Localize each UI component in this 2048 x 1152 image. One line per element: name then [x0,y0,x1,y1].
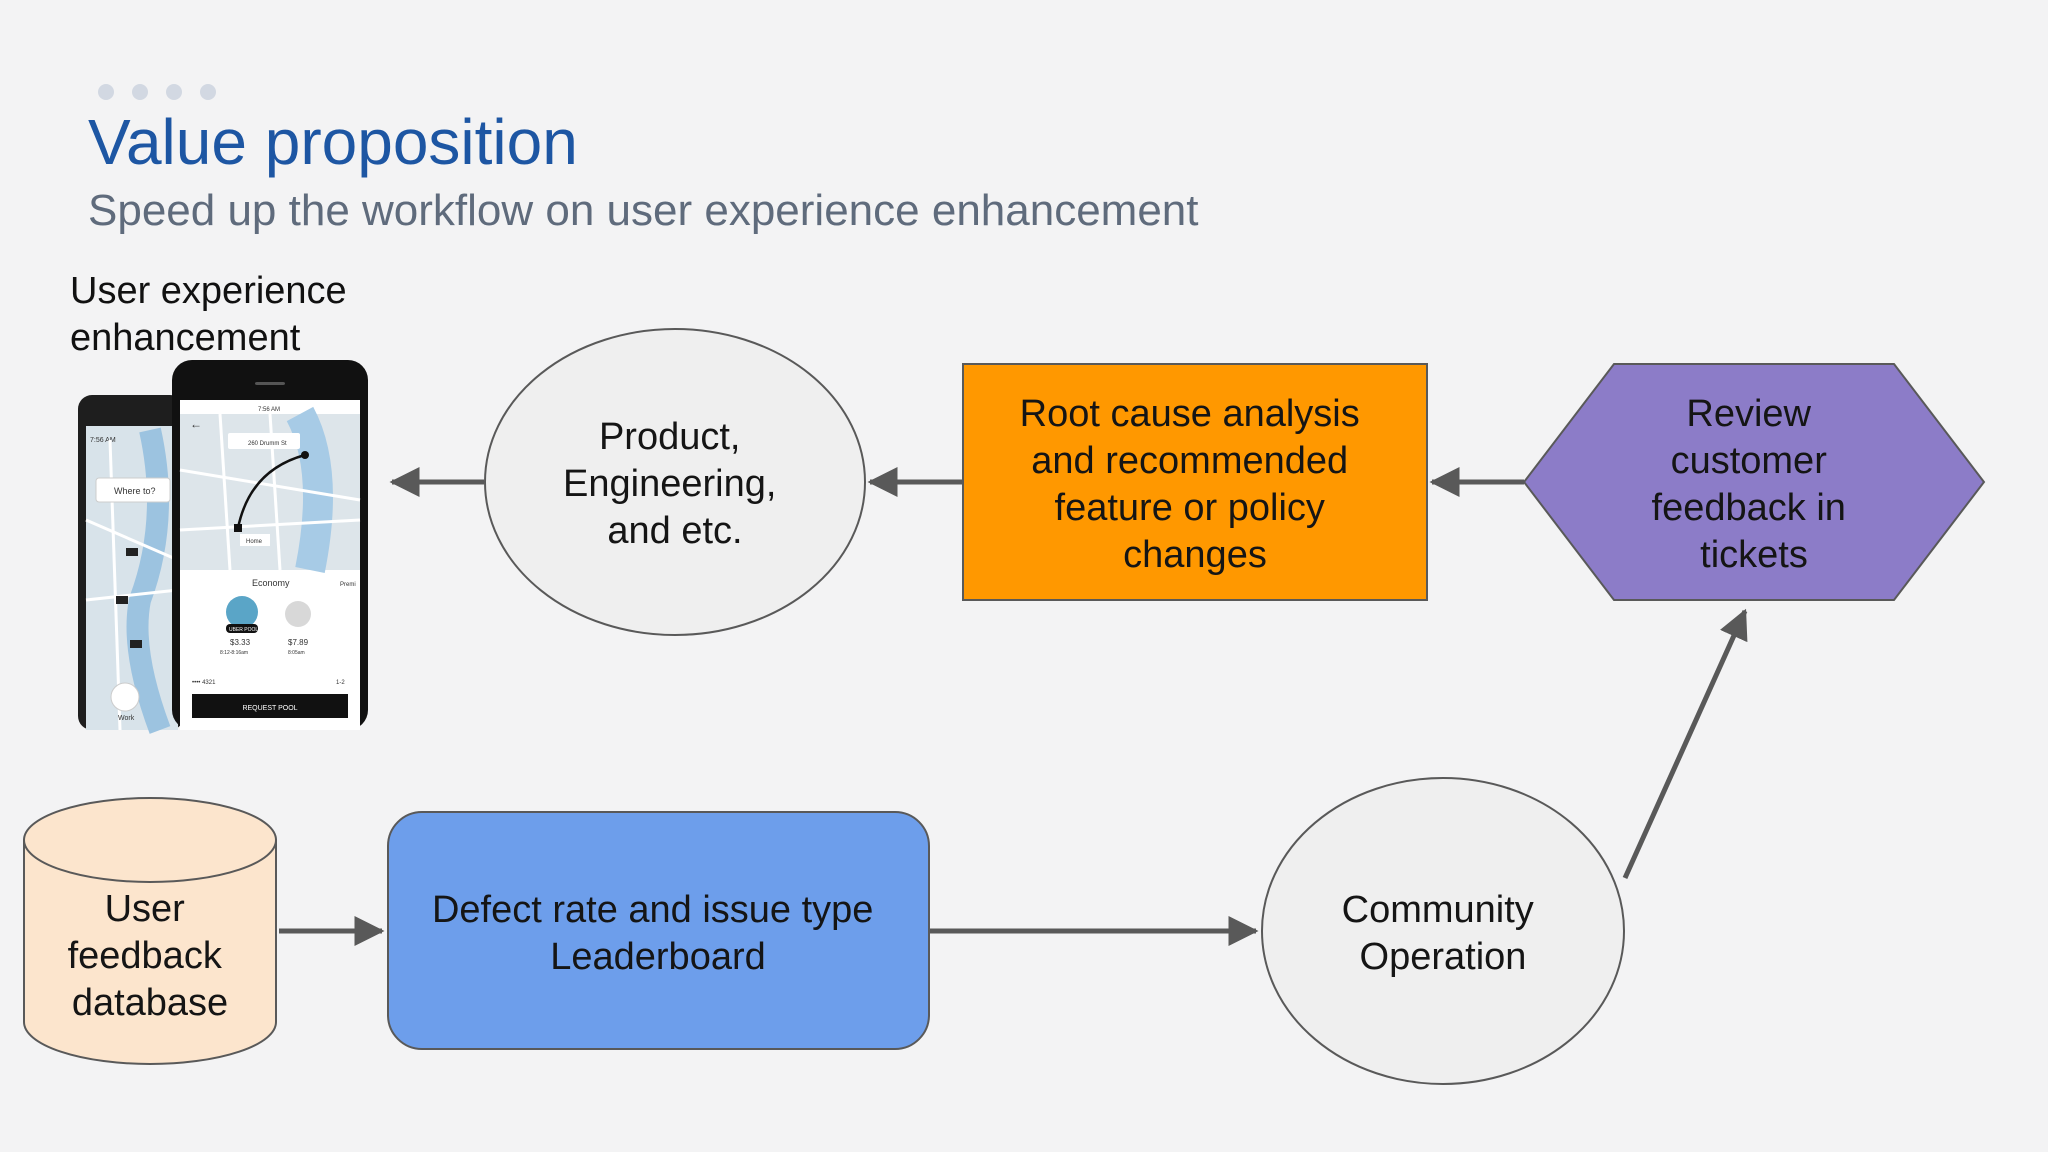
database-cylinder-top [23,797,277,883]
phone-back-road [85,518,179,562]
pagination-dots [98,84,216,100]
community-label-line: Community [1342,889,1534,931]
phone-back-time: 7:56 AM [90,437,116,444]
request-pool-button[interactable] [192,694,348,718]
phone-front: 7:56 AM ← 260 Drumm St Home Economy Prem… [172,360,368,730]
pagination-dot [132,84,148,100]
database-label-line: feedback [68,935,223,977]
pool-price: $3.33 [230,638,251,647]
product-ellipse [484,328,866,636]
node-review: Review customer feedback in tickets [1522,363,1986,601]
phone-front-time: 7:56 AM [258,407,280,413]
where-to-label: Where to? [114,486,156,496]
root-cause-label-line: and recommended [1031,440,1348,482]
seats-label[interactable]: 1-2 [336,680,345,686]
car-icon [130,640,142,648]
ux-label-line: enhancement [70,317,301,359]
community-ellipse [1261,777,1625,1085]
product-label-line: Engineering, [563,463,776,505]
phone-back-road [85,588,179,602]
back-arrow-icon[interactable]: ← [190,417,202,431]
pool-tag [226,624,258,633]
origin-marker [234,524,242,532]
review-label-line: customer [1671,440,1828,482]
next-class-label: Premi [340,582,356,588]
arrow-community-to-review [1622,608,1748,880]
node-root-cause: Root cause analysis and recommended feat… [962,363,1428,601]
map-road [218,413,232,571]
ux-label-line: User experience [70,270,347,312]
route-line [236,453,306,529]
pagination-dot [200,84,216,100]
map-road [179,518,361,532]
node-product: Product, Engineering, and etc. [484,328,866,636]
pagination-dot [166,84,182,100]
node-database: User feedback database [23,797,277,1065]
review-label-line: tickets [1700,534,1808,576]
phone-back: 7:56 AM Where to? Work [78,395,184,734]
uberx-price: $7.89 [288,638,309,647]
edges [279,467,1748,946]
community-label: Community Operation [1342,889,1545,978]
database-label: User feedback database [68,888,233,1024]
node-community: Community Operation [1261,777,1625,1085]
home-label: Home [246,539,263,545]
map-road [179,468,361,502]
database-label-line: User [105,888,186,930]
ux-enhancement-label: User experience enhancement [70,268,347,362]
leaderboard-box [387,811,930,1050]
pool-car-icon[interactable] [226,596,258,628]
product-label: Product, Engineering, and etc. [563,416,787,552]
node-leaderboard: Defect rate and issue type Leaderboard [387,811,930,1050]
review-hexagon [1522,363,1986,601]
phone-speaker [255,382,285,385]
root-cause-label-line: changes [1123,534,1267,576]
leaderboard-label: Defect rate and issue type Leaderboard [432,889,884,978]
review-label: Review customer feedback in tickets [1652,393,1857,576]
home-pill [240,534,270,546]
phone-map-water [286,406,333,573]
slide-title: Value proposition [88,106,578,178]
ride-class-label: Economy [252,578,290,588]
destination-pill [228,433,300,449]
uberx-car-icon[interactable] [285,601,311,627]
destination-marker [301,451,309,459]
slide-subtitle: Speed up the workflow on user experience… [88,186,1199,235]
database-label-line: database [72,982,228,1024]
leaderboard-label-line: Leaderboard [550,936,766,978]
review-label-line: Review [1686,393,1811,435]
car-icon [126,548,138,556]
database-cylinder-body [23,839,277,1065]
review-label-line: feedback in [1652,487,1846,529]
root-cause-label: Root cause analysis and recommended feat… [1020,393,1371,576]
root-cause-box [962,363,1428,601]
card-label[interactable]: •••• 4321 [192,680,216,686]
nav-work-label: Work [118,715,135,722]
pool-eta: 8:12-8:16am [220,650,248,656]
product-label-line: and etc. [607,510,742,552]
request-pool-label: REQUEST POOL [242,705,297,712]
community-label-line: Operation [1360,936,1527,978]
uberx-eta: 8:05am [288,650,305,656]
briefcase-icon[interactable] [110,682,140,712]
car-icon [116,596,128,604]
leaderboard-label-line: Defect rate and issue type [432,889,873,931]
product-label-line: Product, [599,416,741,458]
destination-label: 260 Drumm St [248,441,287,447]
phone-mockup-image: 7:56 AM Where to? Work 7:56 AM [78,360,368,734]
root-cause-label-line: Root cause analysis [1020,393,1360,435]
pool-tag-label: UBER POOL [229,627,258,633]
where-to-box[interactable] [95,477,171,503]
root-cause-label-line: feature or policy [1055,487,1325,529]
pagination-dot [98,84,114,100]
